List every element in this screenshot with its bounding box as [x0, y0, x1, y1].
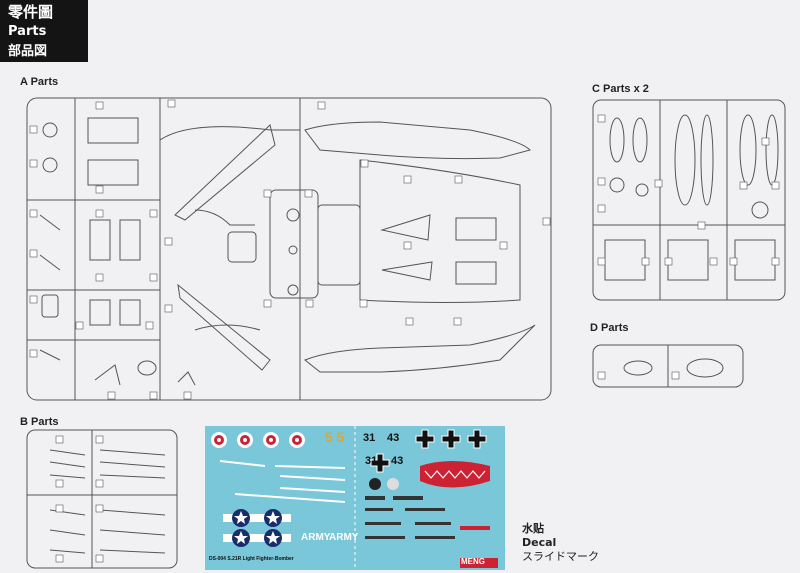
- section-a-label: A Parts: [20, 76, 59, 88]
- us-insignia-icons: [223, 509, 291, 547]
- parts-header: 零件圖 Parts 部品図: [0, 0, 88, 62]
- decal-brand: MENG: [461, 557, 485, 566]
- header-japanese: 部品図: [8, 44, 48, 59]
- roundel-icons: [211, 432, 305, 448]
- sprue-c-frame: [592, 99, 786, 301]
- shark-mouth-icon: [420, 461, 490, 488]
- section-c-label: C Parts x 2: [592, 83, 649, 95]
- decal-number-5: 5 5: [325, 429, 345, 445]
- decal-title-cn: 水贴: [522, 522, 544, 535]
- decal-army-1: ARMY: [301, 532, 331, 543]
- header-english: Parts: [8, 24, 47, 39]
- section-b-label: B Parts: [20, 416, 59, 428]
- decal-code-43: 43: [387, 432, 400, 444]
- decal-army-2: ARMY: [329, 532, 359, 543]
- decal-title-en: Decal: [522, 536, 557, 549]
- decal-code-text: DS-004 S.21R Light Fighter-Bomber: [209, 556, 294, 562]
- fuselage-top: [304, 121, 531, 160]
- section-d-label: D Parts: [590, 322, 629, 334]
- sprue-a-frame: [26, 97, 552, 401]
- sprue-b-frame: [26, 429, 178, 569]
- header-chinese: 零件圖: [8, 3, 54, 21]
- decal-title-jp: スライドマーク: [522, 550, 599, 563]
- decal-code-43-second: 43: [391, 455, 404, 467]
- decal-code-31: 31: [363, 432, 376, 444]
- wing-upper: [174, 124, 276, 221]
- decal-code-31-second: 31: [365, 455, 378, 467]
- fuselage-bottom: [304, 324, 536, 373]
- balkenkreuz-icons: [370, 429, 487, 473]
- wing-lower: [177, 283, 271, 371]
- decal-caption: 水贴 Decal スライドマーク: [522, 522, 599, 564]
- decal-sheet: 5 5 31 43 31 43 ARMY ARMY DS-004 S.21R L…: [205, 426, 505, 570]
